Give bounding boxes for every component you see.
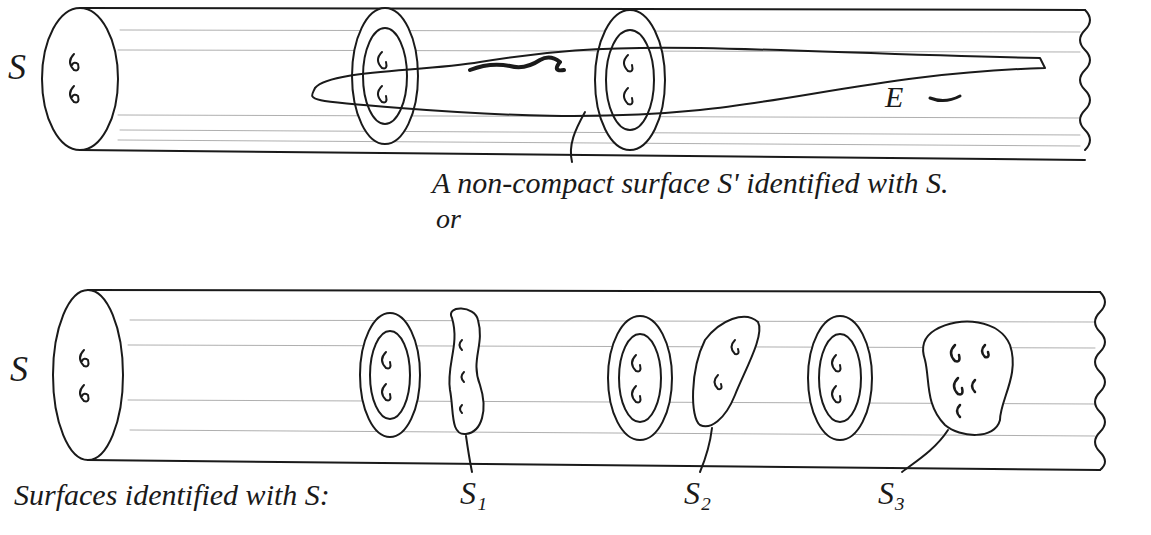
surface-s1 (449, 308, 483, 434)
genus-two-surface (370, 331, 410, 419)
cross-section (608, 316, 672, 440)
caption-note: Surfaces identified with S: (14, 478, 330, 511)
handle-marks (715, 340, 739, 389)
streak (120, 130, 1080, 135)
streak (118, 140, 1080, 146)
tube-edge (88, 460, 1100, 470)
handle-marks (951, 345, 989, 417)
surface-s2 (693, 317, 759, 426)
leader-line (700, 428, 712, 472)
handle-marks (632, 355, 641, 402)
cross-section (808, 316, 872, 440)
leader-line (902, 430, 948, 472)
handle-marks (378, 52, 387, 102)
genus-two-surface (619, 334, 661, 422)
streak (130, 320, 1095, 322)
caption-note: A non-compact surface S' identified with… (432, 166, 949, 199)
surface-label: S (8, 48, 26, 88)
wavy-end (1095, 292, 1105, 470)
handle-scribble (470, 57, 564, 70)
bottom-tube (53, 290, 1105, 472)
surface-label: S₁ (460, 476, 487, 511)
genus-two-surface (819, 334, 861, 422)
wavy-end (1080, 10, 1090, 150)
streak (120, 30, 1080, 32)
tube-edge (80, 8, 1085, 10)
top-tube (42, 8, 1090, 162)
surface-s3 (923, 322, 1013, 435)
connective-note: or (436, 204, 461, 235)
streak (130, 430, 1095, 436)
tube-edge (80, 150, 1085, 160)
handle-marks (80, 350, 89, 401)
surface-label: S₂ (684, 476, 711, 511)
cross-section (360, 313, 420, 437)
tube-end (53, 290, 123, 460)
leader-line (466, 436, 472, 472)
cross-section (352, 8, 418, 144)
handle-marks (624, 55, 633, 104)
cross-section (595, 10, 665, 150)
leader-line (571, 112, 585, 162)
end-label: E (885, 80, 903, 113)
genus-two-surface (363, 28, 407, 124)
surface-label: S₃ (878, 476, 905, 511)
tube-edge (88, 290, 1100, 292)
end-mark (930, 96, 960, 101)
surface-label: S (10, 350, 28, 390)
handle-marks (382, 352, 391, 400)
handle-marks (460, 340, 465, 413)
handle-marks (70, 54, 79, 102)
non-compact-surface (312, 48, 1045, 116)
tube-end (42, 8, 118, 150)
handle-marks (832, 355, 841, 402)
